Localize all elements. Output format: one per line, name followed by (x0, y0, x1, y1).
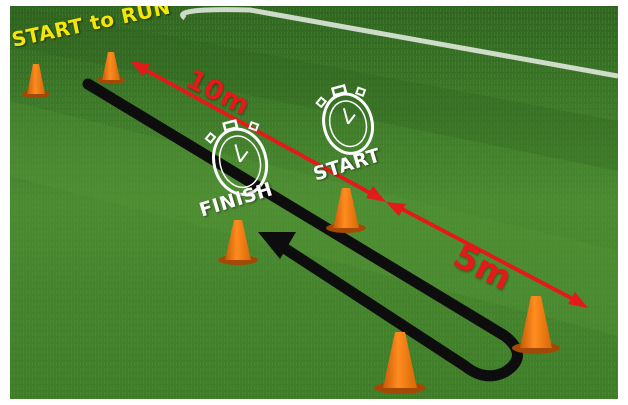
drill-diagram: START to RUN 10m 5m FINISH START (10, 6, 618, 399)
field-illustration (10, 6, 618, 399)
